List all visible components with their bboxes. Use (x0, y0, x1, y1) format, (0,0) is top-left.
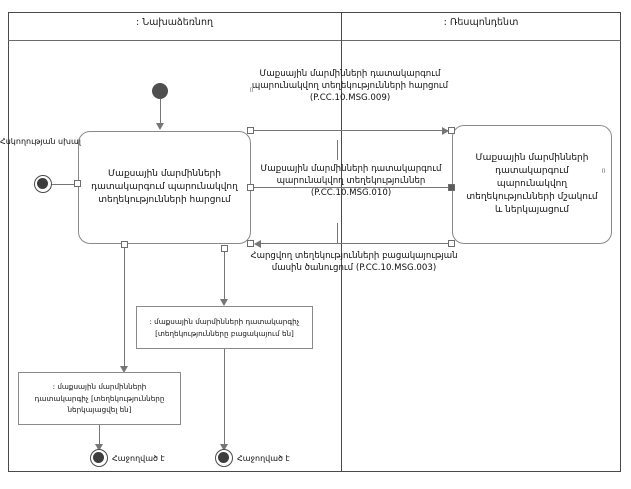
arrowhead-initiator-to-obj-provided (120, 366, 128, 373)
activity-final-2-label: Հաջողված է (237, 454, 290, 463)
object-node-provided[interactable]: : մաքսային մարմինների դատակարգիչ [տեղեկո… (18, 372, 181, 425)
edge-obj-provided-to-final (99, 425, 100, 445)
pin-mark-responder-right: ⌷ (602, 168, 606, 175)
message-label-009-code: (P.CC.10.MSG.009) (309, 93, 391, 104)
partition-header-initiator: : Նախաձեռնող (136, 17, 213, 28)
object-node-missing[interactable]: : մաքսային մարմինների դատակարգիչ [տեղեկո… (136, 306, 313, 349)
pin-notice-junction[interactable] (221, 245, 228, 252)
message-label-010-text: Մաքսային մարմինների դատակարգում պարունակ… (260, 164, 442, 199)
pin-initiator-in-notice[interactable] (247, 240, 254, 247)
pin-initiator-in-data[interactable] (247, 184, 254, 191)
arrowhead-notice-to-obj-missing (220, 299, 228, 306)
lane-tick-bottom (337, 223, 338, 243)
activity-final-node-2 (215, 449, 233, 467)
pin-responder-out-notice[interactable] (448, 240, 455, 247)
arrowhead-obj-provided-to-final (95, 444, 103, 451)
message-label-010: Մաքսային մարմինների դատակարգում պարունակ… (245, 163, 457, 200)
edge-msg-009 (254, 130, 448, 131)
edge-notice-to-obj-missing (224, 248, 225, 300)
object-node-missing-label: : մաքսային մարմինների դատակարգիչ [տեղեկո… (149, 316, 300, 338)
edge-initiator-to-obj-provided (124, 248, 125, 366)
lane-tick-top (337, 140, 338, 160)
partition-header-responder: : Ռեսպոնդենտ (443, 17, 519, 28)
arrowhead-msg-003 (254, 239, 261, 248)
message-009-marker: ⌷ (250, 87, 254, 94)
message-label-009: Մաքսային մարմինների դատակարգում պարունակ… (235, 68, 465, 105)
message-label-003-text: Հարցվող տեղեկությունների բացակայության մ… (250, 251, 458, 274)
pin-initiator-out-request[interactable] (247, 127, 254, 134)
arrowhead-msg-009 (442, 126, 449, 135)
activity-final-node-1 (90, 449, 108, 467)
edge-msg-010 (254, 187, 448, 188)
partition-divider (341, 12, 342, 472)
message-label-009-text: Մաքսային մարմինների դատակարգում պարունակ… (251, 69, 449, 92)
edge-msg-003 (260, 243, 448, 244)
activity-node-responder-label: Մաքսային մարմինների դատակարգում պարունակ… (466, 152, 598, 216)
pin-responder-in-request[interactable] (448, 127, 455, 134)
object-node-provided-label: : մաքսային մարմինների դատակարգիչ [տեղեկո… (34, 382, 165, 415)
activity-node-responder[interactable]: Մաքսային մարմինների դատակարգում պարունակ… (452, 125, 612, 244)
activity-node-initiator-label: Մաքսային մարմինների դատակարգում պարունակ… (91, 168, 238, 206)
pin-initiator-out-success[interactable] (121, 241, 128, 248)
activity-node-initiator[interactable]: Մաքսային մարմինների դատակարգում պարունակ… (78, 131, 251, 244)
flow-final-error-label: Հսկողության սխալ (0, 137, 81, 146)
edge-obj-missing-to-final (224, 349, 225, 445)
flow-final-error-node (34, 175, 52, 193)
pin-responder-out-data[interactable] (448, 184, 455, 191)
arrowhead-obj-missing-to-final (220, 444, 228, 451)
edge-initial-to-activity (160, 99, 161, 123)
edge-to-error-final (50, 184, 74, 185)
initial-node (152, 83, 168, 99)
arrowhead-initial-to-activity (156, 123, 164, 130)
activity-final-1-label: Հաջողված է (112, 454, 165, 463)
partition-header-rule (8, 40, 621, 41)
message-label-003: Հարցվող տեղեկությունների բացակայության մ… (245, 250, 463, 274)
pin-initiator-out-error[interactable] (74, 180, 81, 187)
